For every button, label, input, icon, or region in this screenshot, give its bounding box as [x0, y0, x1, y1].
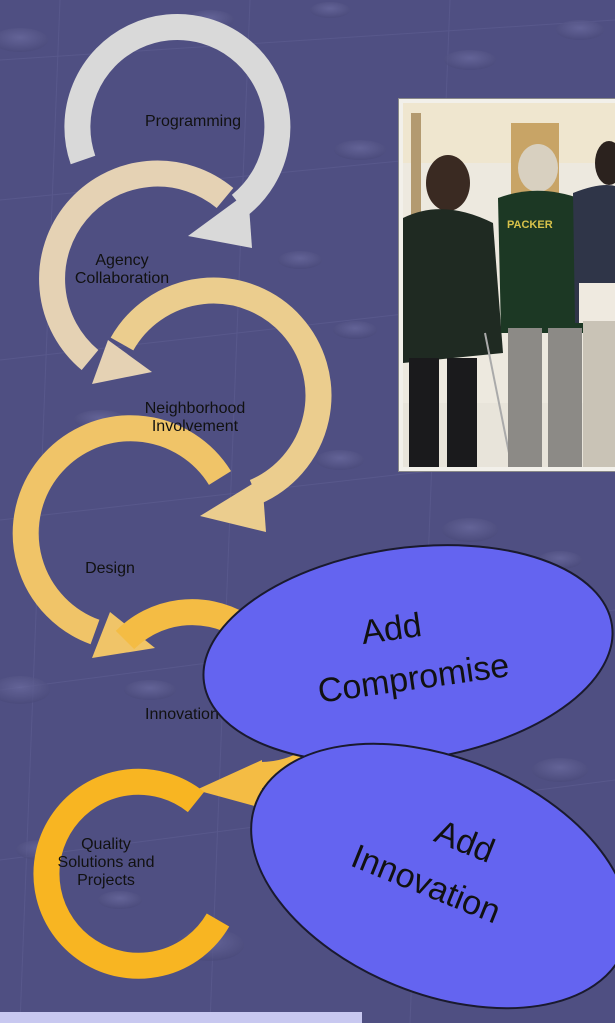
arrow-quality-solutions	[33, 768, 230, 979]
callout-add-compromise: Add Compromise	[202, 544, 614, 764]
stage-label-quality-solutions: Quality Solutions and Projects	[57, 836, 155, 889]
arrow-programming	[64, 14, 291, 248]
jacket-text: PACKER	[507, 219, 553, 231]
bottom-bar	[0, 1012, 362, 1023]
arrow-neighborhood-involvement	[110, 277, 332, 532]
stage-label-neighborhood-involvement: Neighborhood Involvement	[144, 400, 246, 435]
person-left	[403, 155, 512, 467]
callout-compromise-line1: Add	[359, 606, 424, 652]
stage-label-innovation: Innovation	[145, 706, 219, 723]
photo-image: PACKER	[403, 103, 615, 467]
person-right	[573, 141, 615, 467]
person-middle: PACKER	[498, 144, 585, 467]
people-photo-illustration: PACKER	[403, 103, 615, 467]
photo: PACKER	[398, 98, 615, 472]
arrow-agency-collaboration	[39, 160, 234, 384]
stage-label-agency-collaboration: Agency Collaboration	[74, 252, 170, 287]
callout-add-innovation: Add Innovation	[250, 742, 615, 1010]
stage-label-programming: Programming	[144, 113, 242, 130]
stage-label-design: Design	[85, 560, 135, 577]
